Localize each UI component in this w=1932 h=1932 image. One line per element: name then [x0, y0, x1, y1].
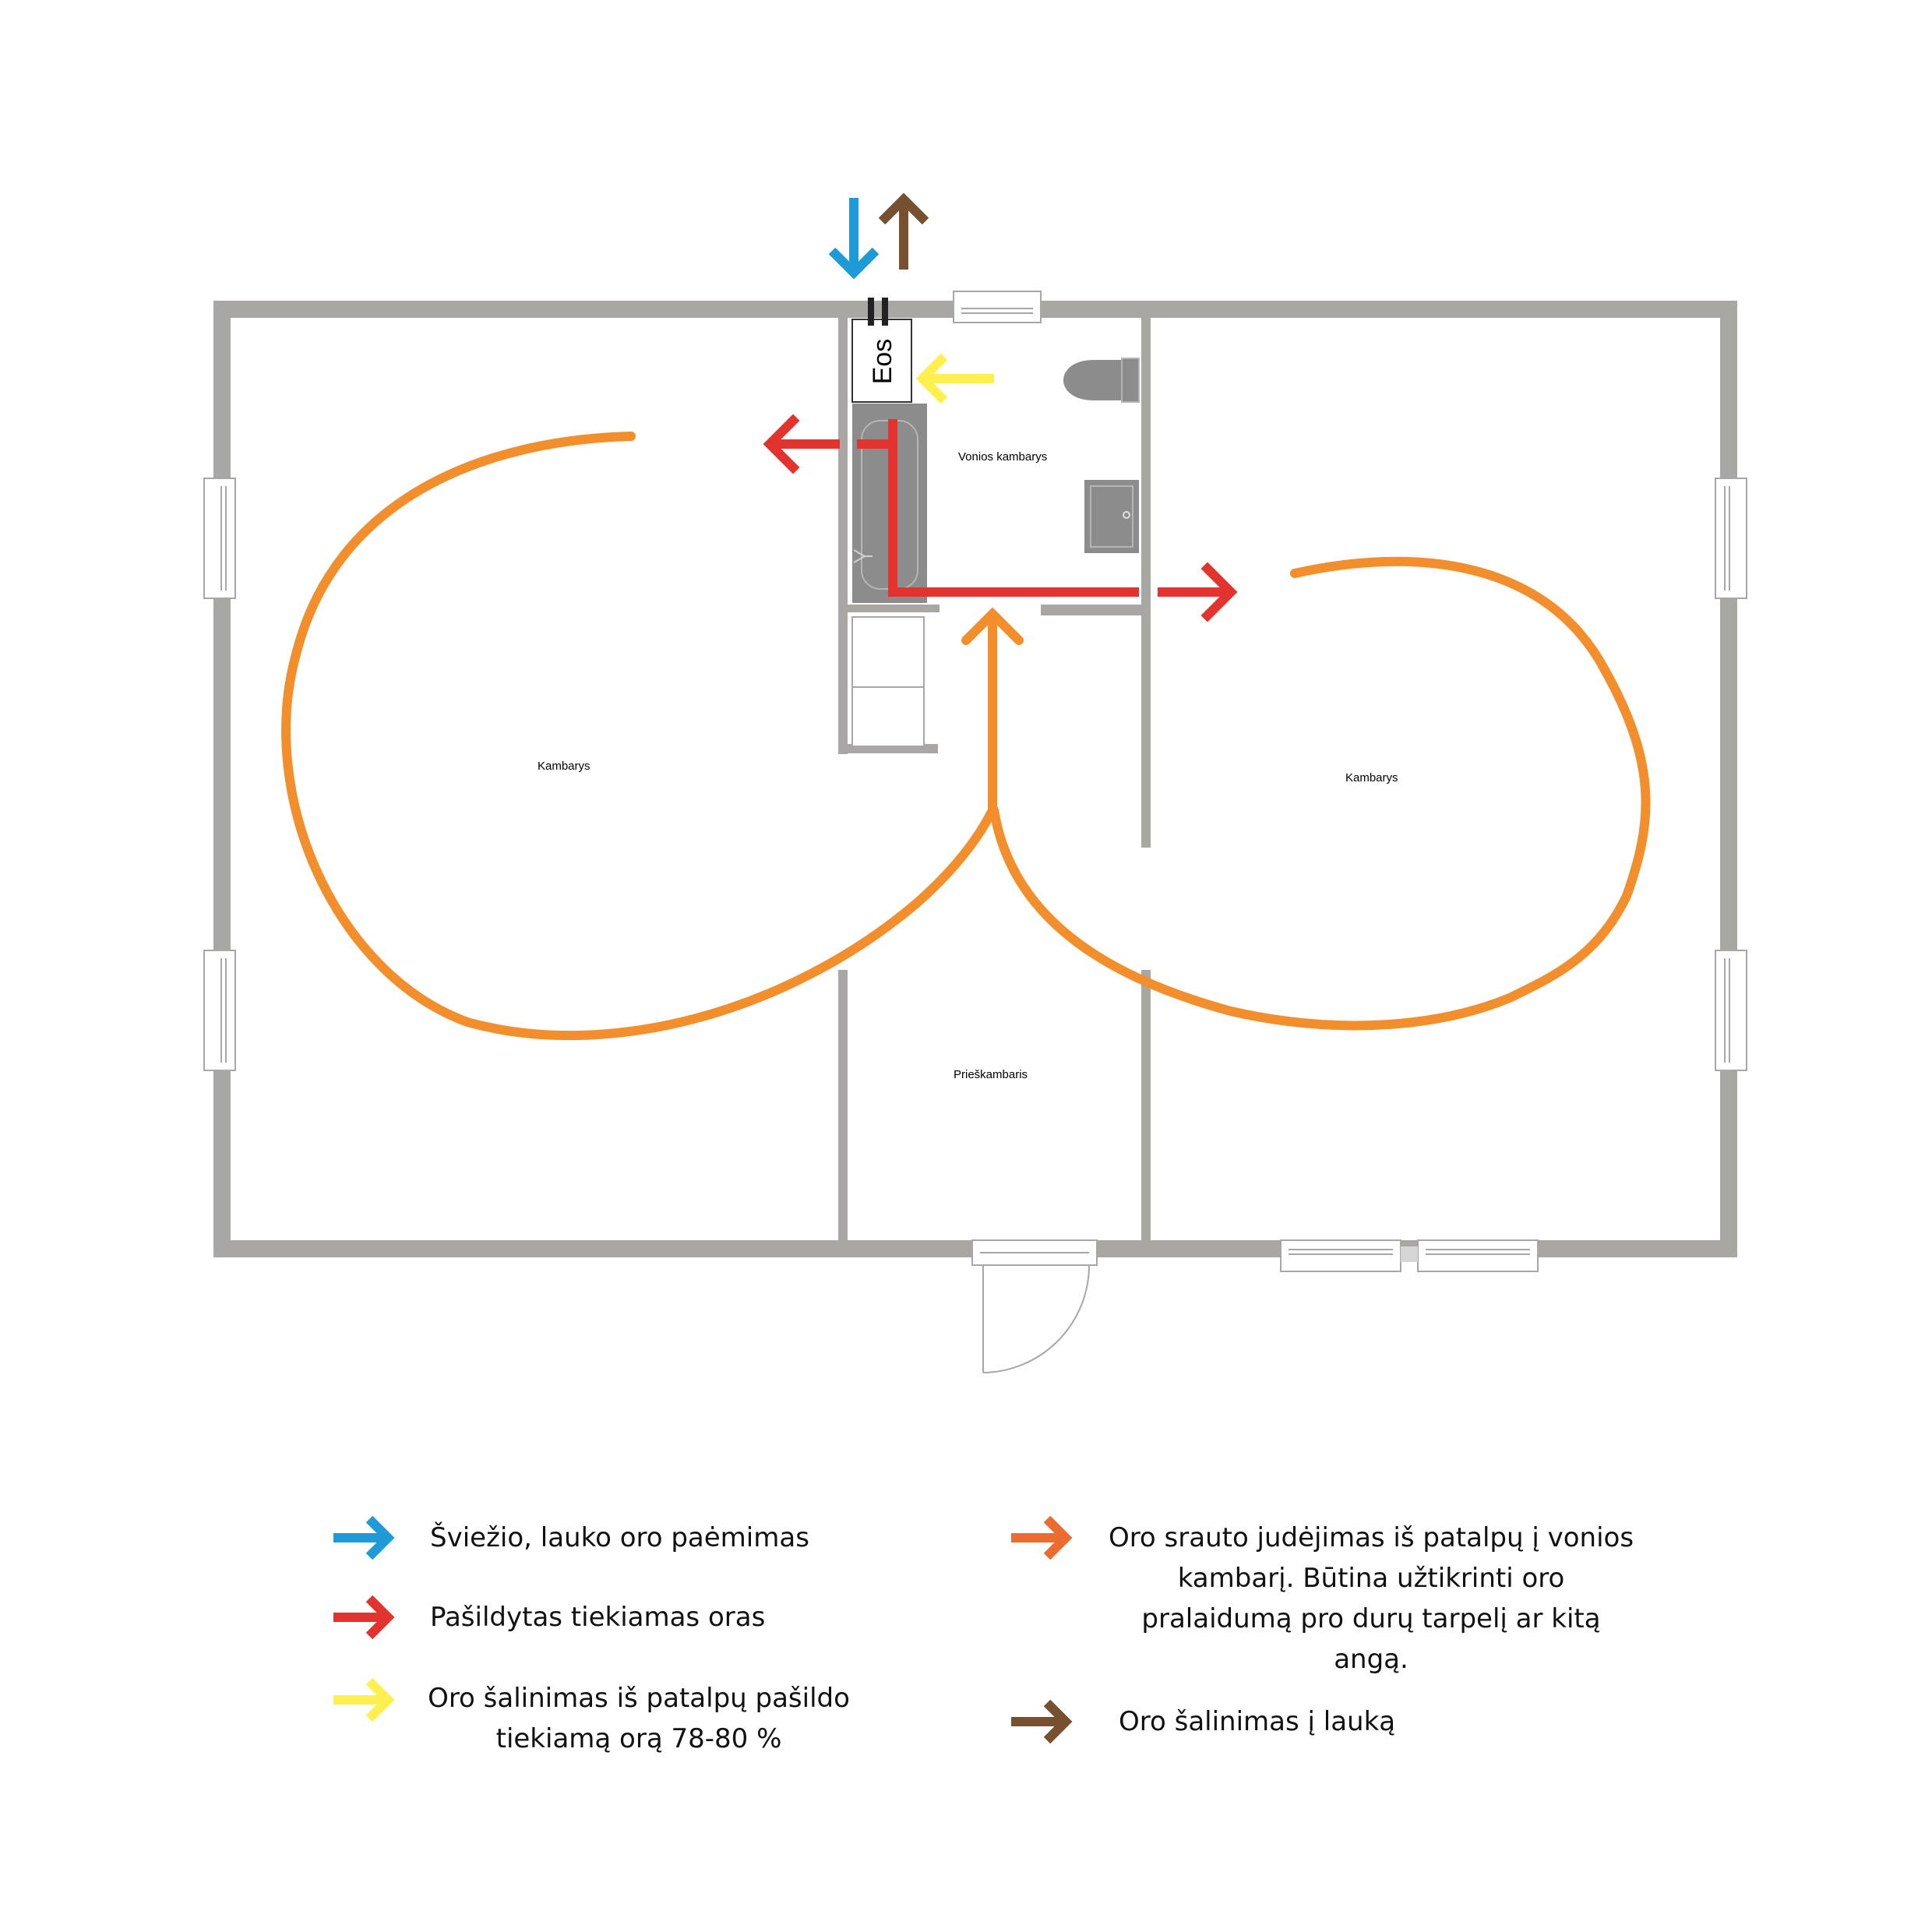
room-label-right-room: Kambarys [1345, 771, 1398, 784]
cabinet [851, 616, 925, 747]
airflow-loop-left [281, 432, 997, 1041]
sink [1084, 480, 1139, 553]
supply-air-flow [763, 414, 1238, 622]
legend-airflow: Oro srauto judėjimas iš patalpų į vonios… [1091, 1518, 1652, 1680]
legend-airflow-line1: Oro srauto judėjimas iš patalpų į vonios [1108, 1522, 1634, 1553]
legend-fresh-air: Šviežio, lauko oro paėmimas [430, 1522, 809, 1553]
window-left-upper [203, 478, 236, 599]
window-right-upper [1715, 478, 1747, 599]
red-arrow-icon [333, 1595, 395, 1640]
room-label-left-room: Kambarys [538, 760, 591, 773]
room-label-hallway: Prieškambaris [954, 1068, 1028, 1081]
fresh-air-arrow [828, 198, 880, 280]
brown-arrow-icon [1011, 1699, 1073, 1744]
window-bottom-1 [1280, 1239, 1401, 1272]
unit-label: Eos [868, 339, 897, 385]
windows [203, 291, 1747, 1272]
exhaust-air-arrow [878, 192, 929, 270]
window-left-lower [203, 950, 236, 1071]
inner-walls [838, 318, 1151, 1243]
window-bottom-2 [1417, 1239, 1539, 1272]
legend-extract-air-line1: Oro šalinimas iš patalpų pašildo [428, 1683, 850, 1714]
legend-icons [333, 1515, 1073, 1744]
ventilation-unit: Eos [851, 298, 912, 403]
extract-air-arrow [915, 353, 994, 404]
orange-arrow-icon [1011, 1515, 1073, 1560]
legend-airflow-line2: kambarį. Būtina užtikrinti oro [1177, 1563, 1565, 1594]
window-right-lower [1715, 950, 1747, 1071]
legend-exhaust-air: Oro šalinimas į lauką [1119, 1706, 1396, 1737]
airflow-loops [281, 432, 1651, 1041]
room-label-bathroom: Vonios kambarys [958, 450, 1047, 464]
legend-airflow-line3: pralaidumą pro durų tarpelį ar kitą [1141, 1603, 1601, 1634]
legend-extract-air-line2: tiekiamą orą 78-80 % [495, 1723, 782, 1754]
outer-walls [213, 301, 1737, 1257]
airflow-arrow-up-head [961, 607, 1024, 645]
yellow-arrow-icon [333, 1677, 395, 1722]
legend-extract-air: Oro šalinimas iš patalpų pašildo tiekiam… [421, 1678, 857, 1759]
entrance-door [971, 1239, 1098, 1373]
legend-airflow-line4: angą. [1334, 1644, 1408, 1675]
legend-supply-air: Pašildytas tiekiamas oras [430, 1602, 766, 1633]
window-top [953, 291, 1042, 323]
toilet [1063, 358, 1140, 403]
airflow-loop-right [989, 556, 1651, 1031]
blue-arrow-icon [333, 1515, 395, 1560]
